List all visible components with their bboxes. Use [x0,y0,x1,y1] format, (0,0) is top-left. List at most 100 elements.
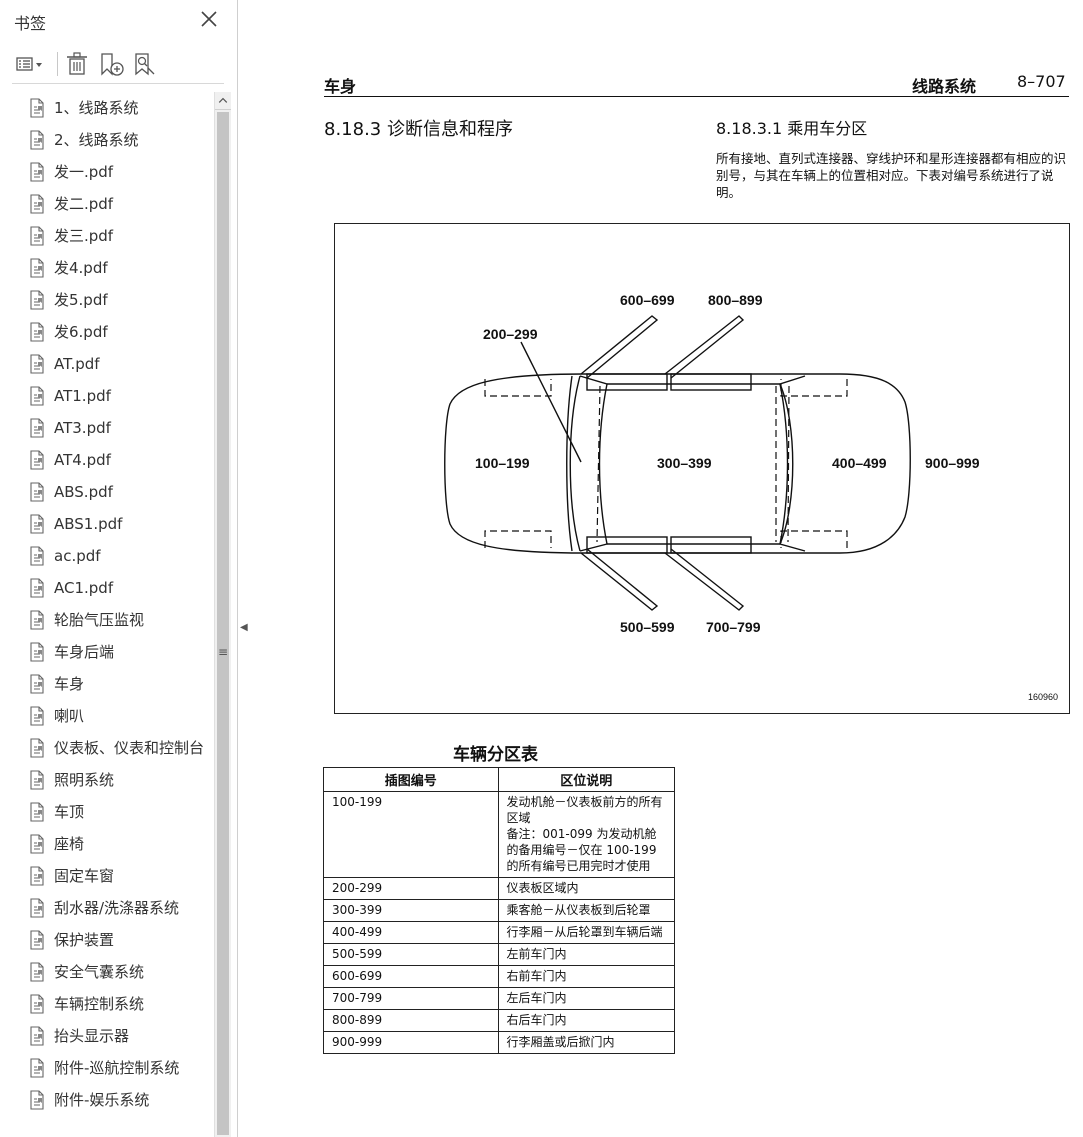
zone-range-cell: 900-999 [323,1031,499,1054]
table-header-cell: 插图编号 [323,767,499,792]
bookmark-item[interactable]: 车身后端 [16,636,214,668]
bookmark-page-icon [30,450,44,470]
bookmark-label: 附件-娱乐系统 [54,1091,150,1109]
bookmark-page-icon [30,770,44,790]
bookmark-label: 发三.pdf [54,227,114,245]
bookmark-label: 发6.pdf [54,323,108,341]
section-heading: 8.18.3 诊断信息和程序 [324,119,513,140]
bookmark-label: 保护装置 [54,931,115,949]
zone-label-cabin: 300–399 [657,455,712,471]
bookmark-item[interactable]: 车身 [16,668,214,700]
bookmark-page-icon [30,898,44,918]
bookmark-item[interactable]: 发4.pdf [16,252,214,284]
scrollbar-thumb[interactable] [217,112,229,1135]
zone-range-cell: 800-899 [323,1009,499,1032]
bookmarks-toolbar [12,42,224,84]
bookmark-label: 发一.pdf [54,163,114,181]
bookmark-label: AT1.pdf [54,387,111,405]
zone-label-rear: 900–999 [925,455,980,471]
close-icon[interactable] [198,8,220,30]
bookmark-item[interactable]: 发一.pdf [16,156,214,188]
bookmark-label: 车顶 [54,803,85,821]
bookmark-item[interactable]: 发三.pdf [16,220,214,252]
bookmark-item[interactable]: 喇叭 [16,700,214,732]
bookmark-item[interactable]: 仪表板、仪表和控制台 [16,732,214,764]
zone-label-rf-door: 600–699 [620,292,675,308]
bookmark-page-icon [30,1090,44,1110]
toolbar-separator [57,52,58,76]
bookmark-item[interactable]: AT.pdf [16,348,214,380]
bookmark-label: 2、线路系统 [54,131,139,149]
zone-range-cell: 600-699 [323,965,499,988]
bookmark-label: 仪表板、仪表和控制台 [54,739,205,757]
bookmark-item[interactable]: 保护装置 [16,924,214,956]
zone-label-rr-door: 800–899 [708,292,763,308]
page-header-left: 车身 [324,77,357,96]
trash-icon[interactable] [62,50,92,78]
bookmark-item[interactable]: 座椅 [16,828,214,860]
zone-description-cell: 左前车门内 [497,943,675,966]
bookmark-label: ABS.pdf [54,483,113,501]
bookmark-item[interactable]: AC1.pdf [16,572,214,604]
bookmark-item[interactable]: 轮胎气压监视 [16,604,214,636]
bookmark-label: ABS1.pdf [54,515,123,533]
bookmarks-panel: 书签 [0,0,238,1137]
document-view[interactable]: 车身 线路系统 8–707 8.18.3 诊断信息和程序 8.18.3.1 乘用… [250,0,1083,1137]
bookmark-item[interactable]: 发6.pdf [16,316,214,348]
bookmark-label: ac.pdf [54,547,101,565]
bookmark-list: 1、线路系统 2、线路系统发一.pdf 发二.pdf 发三.pdf 发4.pdf 发5.p… [16,92,214,1137]
bookmark-item[interactable]: 发二.pdf [16,188,214,220]
zone-description-cell: 行李厢－从后轮罩到车辆后端 [497,921,675,944]
bookmark-item[interactable]: 照明系统 [16,764,214,796]
bookmark-label: 1、线路系统 [54,99,139,117]
resize-grip-icon[interactable]: ≡ [218,645,229,659]
bookmark-item[interactable]: 刮水器/洗涤器系统 [16,892,214,924]
bookmark-page-icon [30,610,44,630]
bookmark-item[interactable]: 发5.pdf [16,284,214,316]
zone-description-cell: 仪表板区域内 [497,877,675,900]
bookmark-label: 喇叭 [54,707,85,725]
bookmark-label: 发4.pdf [54,259,108,277]
bookmark-page-icon [30,962,44,982]
bookmark-label: AT.pdf [54,355,100,373]
bookmark-page-icon [30,290,44,310]
bookmark-item[interactable]: 2、线路系统 [16,124,214,156]
bookmarks-scrollbar[interactable] [214,92,231,1137]
bookmark-page-icon [30,930,44,950]
bookmark-item[interactable]: AT1.pdf [16,380,214,412]
list-options-icon[interactable] [14,50,44,78]
bookmark-item[interactable]: ABS1.pdf [16,508,214,540]
bookmark-item[interactable]: AT3.pdf [16,412,214,444]
find-bookmark-icon[interactable] [130,50,160,78]
new-bookmark-icon[interactable] [96,50,126,78]
page-number: 8–707 [1017,72,1066,91]
zone-label-lf-door: 500–599 [620,619,675,635]
scroll-up-arrow-icon[interactable] [215,92,231,110]
bookmark-item[interactable]: AT4.pdf [16,444,214,476]
bookmark-item[interactable]: 1、线路系统 [16,92,214,124]
bookmark-item[interactable]: 固定车窗 [16,860,214,892]
bookmark-page-icon [30,546,44,566]
bookmark-item[interactable]: 车辆控制系统 [16,988,214,1020]
bookmark-item[interactable]: ac.pdf [16,540,214,572]
bookmark-item[interactable]: 车顶 [16,796,214,828]
bookmark-label: 车身后端 [54,643,115,661]
bookmark-item[interactable]: 附件-巡航控制系统 [16,1052,214,1084]
subsection-heading: 8.18.3.1 乘用车分区 [716,119,868,138]
bookmark-page-icon [30,738,44,758]
bookmark-item[interactable]: 抬头显示器 [16,1020,214,1052]
zone-range-cell: 500-599 [323,943,499,966]
zone-description-cell: 行李厢盖或后掀门内 [497,1031,675,1054]
collapse-panel-arrow-icon[interactable]: ◀ [240,622,248,633]
bookmark-item[interactable]: ABS.pdf [16,476,214,508]
bookmark-item[interactable]: 安全气囊系统 [16,956,214,988]
panel-splitter[interactable] [231,92,249,1137]
zone-range-cell: 300-399 [323,899,499,922]
bookmark-item[interactable]: 附件-娱乐系统 [16,1084,214,1116]
